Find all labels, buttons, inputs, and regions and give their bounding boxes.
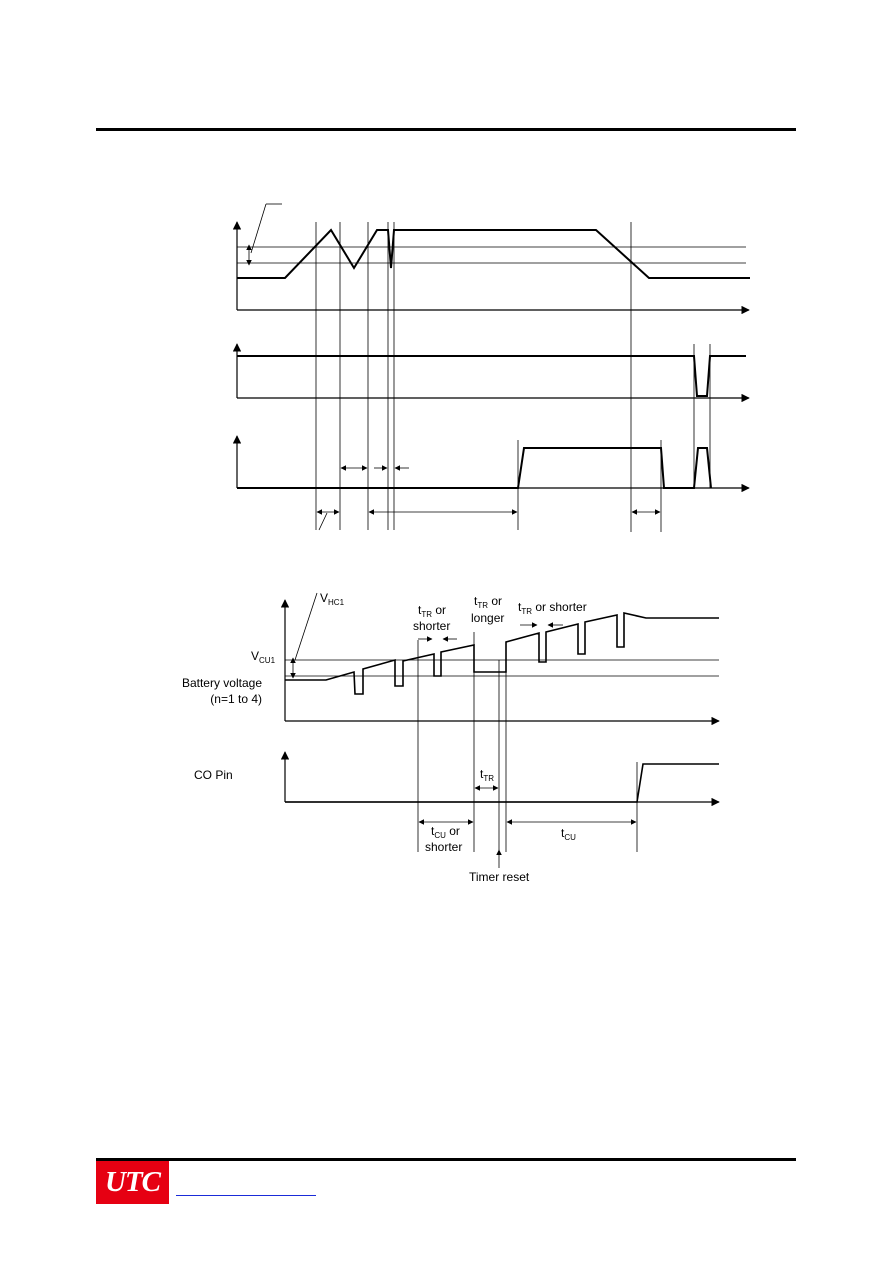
tcu-label: tCU: [561, 826, 576, 842]
timing-diagram-top: [232, 203, 750, 532]
tr-label: tTR: [480, 767, 494, 783]
timing-arrows-1: [316, 465, 661, 531]
timer-reset-label: Timer reset: [469, 870, 530, 884]
vcu-label: VCU1: [251, 649, 276, 665]
utc-logo: UTC: [96, 1161, 169, 1204]
hysteresis-marker-2: [290, 592, 318, 679]
header-rule: [96, 128, 796, 131]
thresholds-1: [237, 246, 746, 264]
waveform-co-pin: [285, 763, 719, 803]
footer-rule: [96, 1158, 796, 1161]
tcu-shorter-line2: shorter: [425, 840, 462, 854]
ttr-right-label: tTR or shorter: [518, 600, 587, 616]
guide-lines-1: [315, 222, 711, 532]
tcu-shorter-label: tCU or: [431, 824, 460, 840]
co-pin-label: CO Pin: [194, 768, 233, 782]
ttr-shorter-label: tTR or: [418, 603, 446, 619]
hysteresis-marker-1: [246, 203, 282, 266]
waveform-pin-3: [237, 447, 712, 489]
ttr-shorter-line2: shorter: [413, 619, 450, 633]
guide-lines-2: [417, 632, 638, 852]
waveform-pin-2: [237, 355, 746, 397]
ttr-longer-line2: longer: [471, 611, 504, 625]
waveform-battery-2: [285, 611, 719, 695]
vhc-label: VHC1: [320, 591, 345, 607]
ttr-longer-label: tTR or: [474, 594, 502, 610]
footer-link-underline[interactable]: [176, 1195, 316, 1196]
timing-arrows-2: [418, 622, 637, 868]
timing-diagram-bottom: VHC1 VCU1 Battery voltage (n=1 to 4) CO …: [182, 591, 720, 884]
axes-group-2: [280, 599, 720, 807]
battery-voltage-label: Battery voltage: [182, 676, 262, 690]
waveform-battery-1: [237, 228, 750, 279]
thresholds-2: [285, 659, 719, 677]
battery-n-label: (n=1 to 4): [210, 692, 262, 706]
